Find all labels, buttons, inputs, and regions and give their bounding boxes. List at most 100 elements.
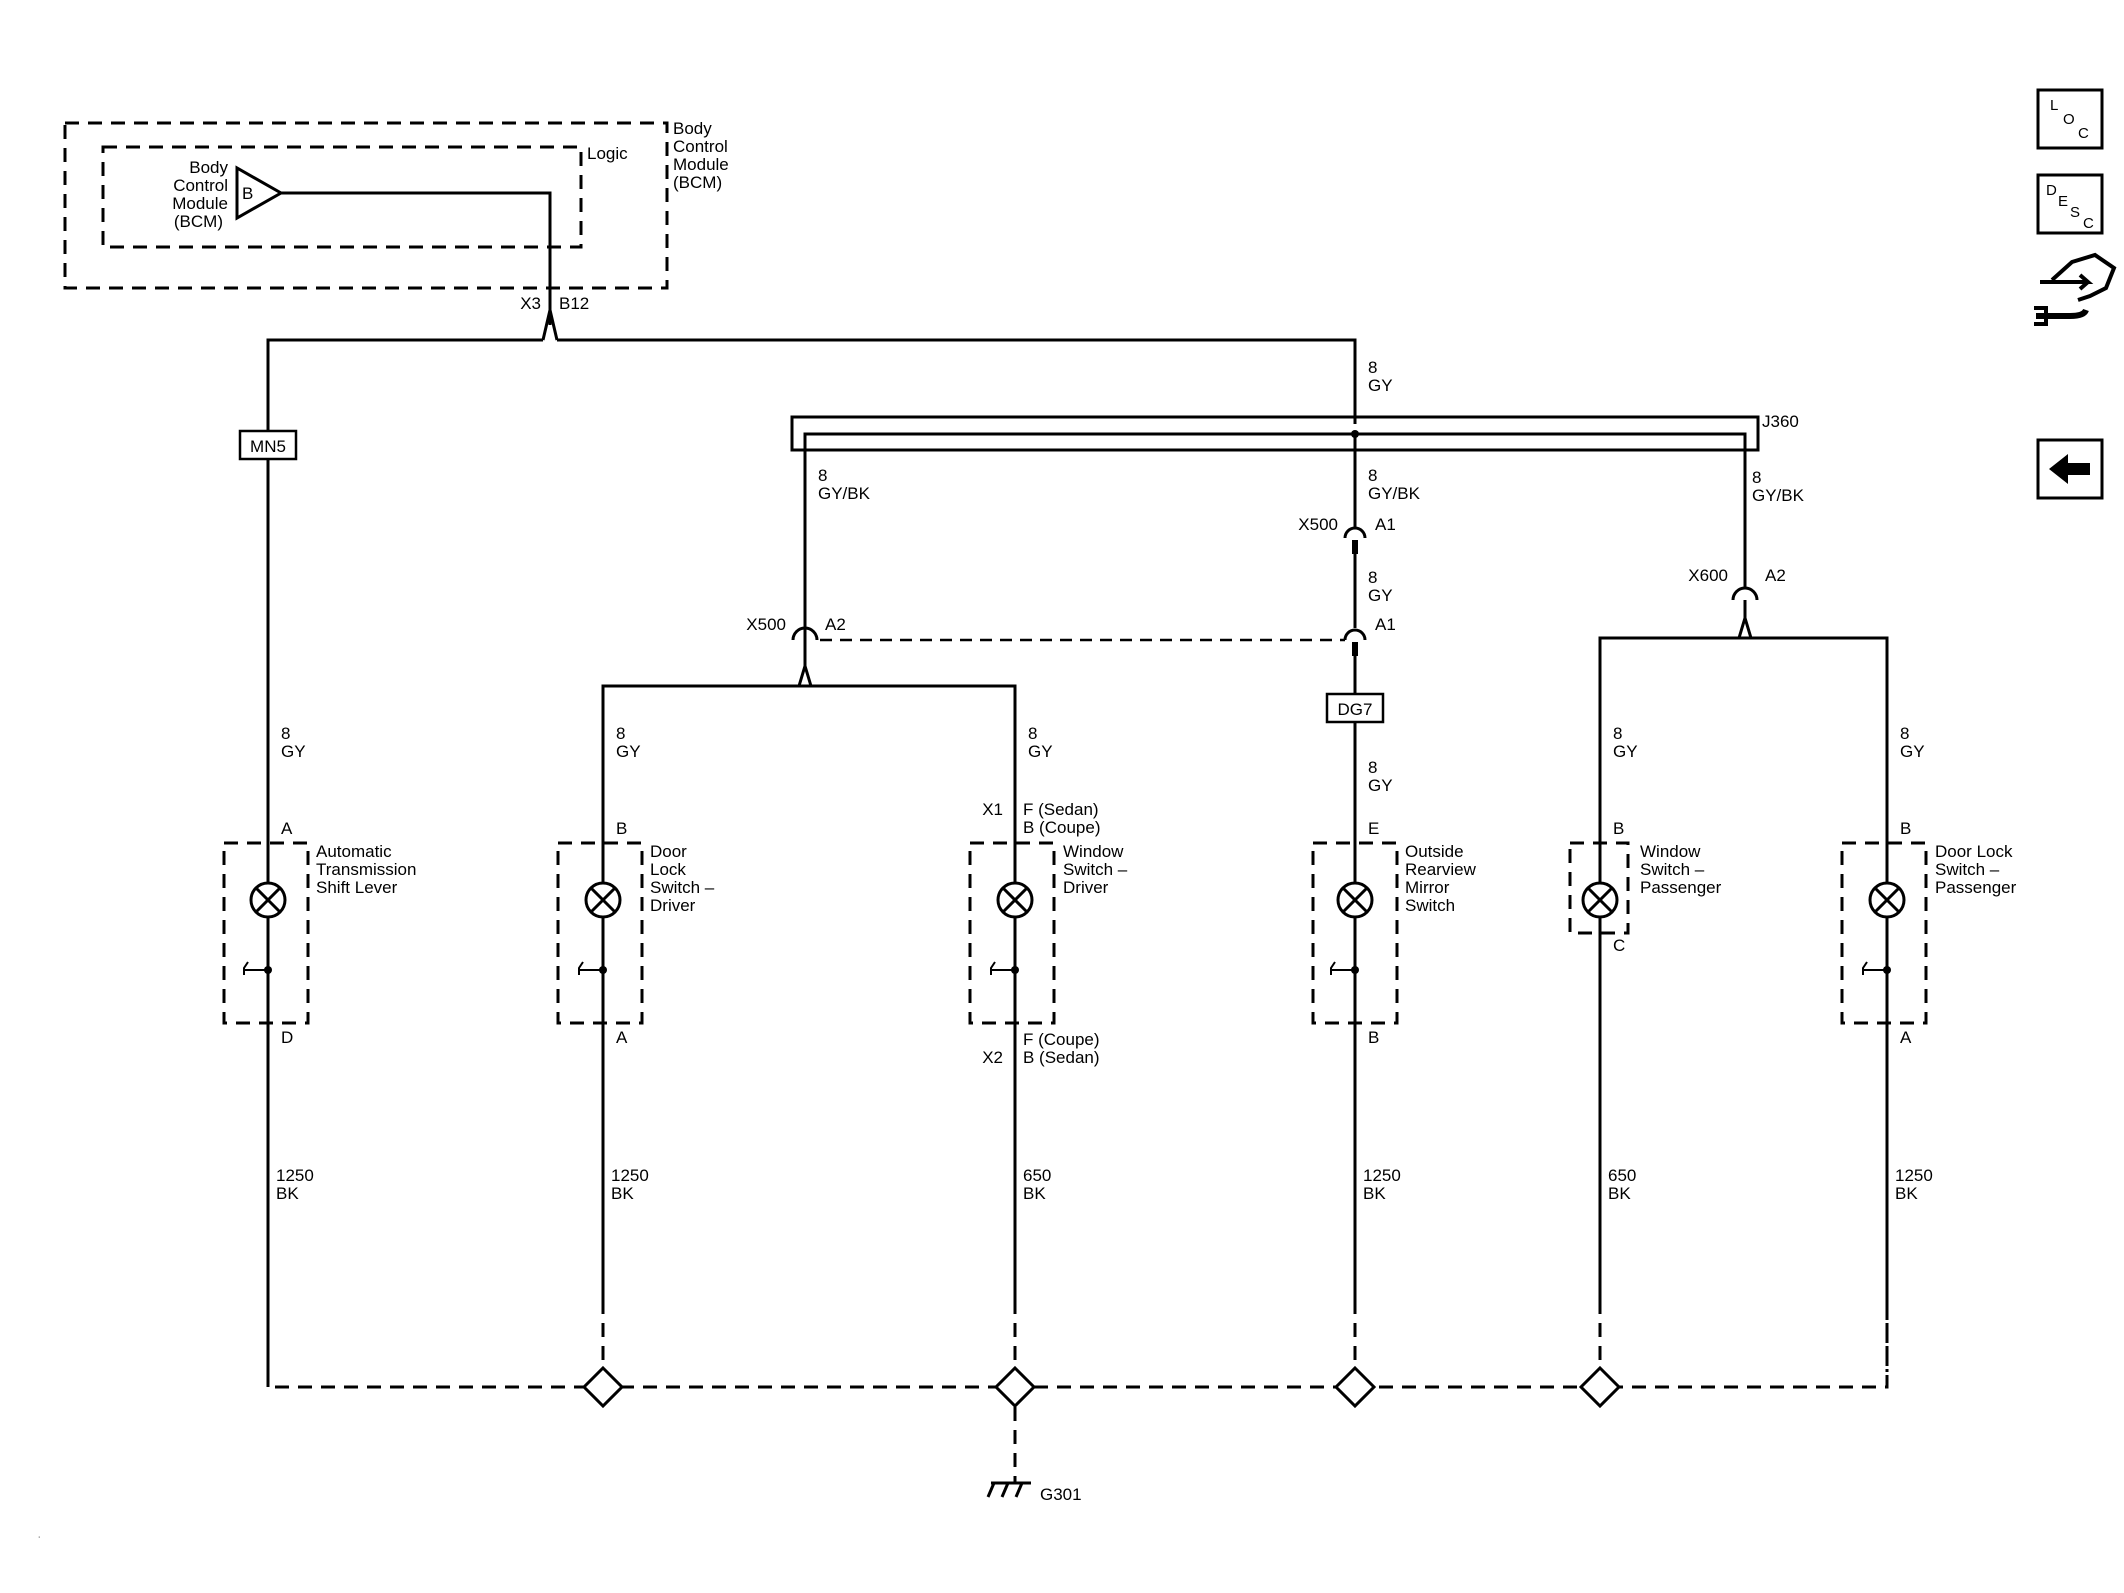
ground-splice-node-4 (1578, 1365, 1622, 1409)
mid-between-size: 8 (1368, 568, 1377, 587)
mid-below-color: GY (1368, 776, 1393, 795)
desc-letter-4: C (2083, 215, 2094, 232)
shift-bottom-pin: D (281, 1028, 293, 1047)
door_pass-ground-wire-color: BK (1895, 1184, 1918, 1203)
x500-a2-pin (797, 660, 813, 687)
door-pass-wire-size: 8 (1900, 724, 1909, 743)
window_pass-name-line-3: Passenger (1640, 878, 1722, 897)
bcm-output-wire (281, 191, 552, 325)
mirror-name-line-2: Rearview (1405, 860, 1477, 879)
desc-letter-2: E (2058, 193, 2068, 210)
bcm-outer-label-1: Body (673, 119, 712, 138)
mid-below-size: 8 (1368, 758, 1377, 777)
shift-ground-wire-size: 1250 (276, 1166, 314, 1185)
window-driver-wire-color: GY (1028, 742, 1053, 761)
shift-component-box (222, 841, 310, 1025)
splice-mid-color: GY/BK (1368, 484, 1421, 503)
mirror-name-line-4: Switch (1405, 896, 1455, 915)
dg7-label: DG7 (1338, 700, 1373, 719)
window_driver-top-connector: X1 (982, 800, 1003, 819)
window_pass-top-pin: B (1613, 819, 1624, 838)
window_pass-bottom-pin: C (1613, 936, 1625, 955)
door_driver-name-line-3: Switch – (650, 878, 715, 897)
corner-mark: ˙ (38, 1536, 41, 1547)
door_driver-ground-wire-size: 1250 (611, 1166, 649, 1185)
x600-a2-symbol (1731, 586, 1759, 601)
door_driver-lamp-cross (589, 886, 617, 914)
door_driver-name-line-4: Driver (650, 896, 696, 915)
bcm-output-triangle (235, 165, 285, 221)
x500-a1-top-symbol (1343, 526, 1367, 539)
ground-label: G301 (1040, 1485, 1082, 1504)
door_driver-top-pin: B (616, 819, 627, 838)
back-button[interactable] (2036, 438, 2104, 500)
door-pass-wire-color: GY (1900, 742, 1925, 761)
window_driver-name-line-1: Window (1063, 842, 1124, 861)
shift-name-line-1: Automatic (316, 842, 392, 861)
desc-button[interactable]: D E S C (2036, 173, 2104, 235)
window_driver-bottom-connector: X2 (982, 1048, 1003, 1067)
window_driver-lamp-cross (1001, 886, 1029, 914)
door_pass-name-line-1: Door Lock (1935, 842, 2013, 861)
x600-pin: A2 (1765, 566, 1786, 585)
x500-mid-name: X500 (1298, 515, 1338, 534)
bcm-logic-label: Logic (587, 144, 628, 163)
bcm-inner-label-3: Module (172, 194, 228, 213)
main-wire-color: GY (1368, 376, 1393, 395)
shift-switch-contact (264, 966, 272, 974)
mn5-label: MN5 (250, 437, 286, 456)
x500-mid-bot-pin: A1 (1375, 615, 1396, 634)
shift-ground-wire-color: BK (276, 1184, 299, 1203)
svg-text:(BCM): (BCM) (174, 212, 223, 231)
window-pass-wire-size: 8 (1613, 724, 1622, 743)
door-driver-wire-size: 8 (616, 724, 625, 743)
j360-label: J360 (1762, 412, 1799, 431)
mirror-switch-contact (1351, 966, 1359, 974)
splice-mid-size: 8 (1368, 466, 1377, 485)
svg-text:O: O (2063, 111, 2075, 128)
window_driver-ground-wire-size: 650 (1023, 1166, 1051, 1185)
main-bus-wire-right (557, 338, 1357, 424)
mirror-lamp-cross (1341, 886, 1369, 914)
svg-text:S: S (2070, 204, 2080, 221)
desc-letter-1: D (2046, 182, 2057, 199)
door_driver-component-box (556, 841, 644, 1025)
bcm-inner-label-2: Control (173, 176, 228, 195)
loc-button[interactable]: L O C (2036, 88, 2108, 154)
svg-text:Control: Control (673, 137, 728, 156)
door_pass-name-line-3: Passenger (1935, 878, 2017, 897)
splice-right-color: GY/BK (1752, 486, 1805, 505)
mn5-box (238, 429, 298, 461)
window_driver-ground-wire-color: BK (1023, 1184, 1046, 1203)
x600-a2-pin (1737, 612, 1753, 639)
x600-name: X600 (1688, 566, 1728, 585)
window_pass-ground-wire-color: BK (1608, 1184, 1631, 1203)
j360-splice-outer (790, 415, 1760, 452)
ground-symbol (986, 1481, 1031, 1498)
bcm-outer-label-4: (BCM) (673, 173, 722, 192)
door_pass-top-pin: B (1900, 819, 1911, 838)
door_driver-name-line-2: Lock (650, 860, 686, 879)
mirror-name-line-1: Outside (1405, 842, 1464, 861)
door-driver-wire-color: GY (616, 742, 641, 761)
window_driver-name-line-2: Switch – (1063, 860, 1128, 879)
window_driver-bottom-pin-2: B (Sedan) (1023, 1048, 1100, 1067)
svg-text:(BCM): (BCM) (673, 173, 722, 192)
door_driver-name-line-1: Door (650, 842, 687, 861)
door_pass-name-line-2: Switch – (1935, 860, 2000, 879)
window_driver-top-pin-1: F (Sedan) (1023, 800, 1099, 819)
x500-left-pin: A2 (825, 615, 846, 634)
ground-splice-node-1 (581, 1365, 625, 1409)
window_pass-name-line-1: Window (1640, 842, 1701, 861)
splice-right-size: 8 (1752, 468, 1761, 487)
right-branch-bus (1598, 636, 1889, 881)
svg-text:C: C (2078, 125, 2089, 142)
door_pass-ground-wire-size: 1250 (1895, 1166, 1933, 1185)
connector-wrench-icon[interactable] (2034, 252, 2117, 326)
bcm-logic-box (101, 145, 583, 249)
svg-text:Module: Module (673, 155, 729, 174)
window_driver-top-pin-2: B (Coupe) (1023, 818, 1100, 837)
x500-a1-bot-symbol (1343, 628, 1367, 641)
window_driver-name-line-3: Driver (1063, 878, 1109, 897)
